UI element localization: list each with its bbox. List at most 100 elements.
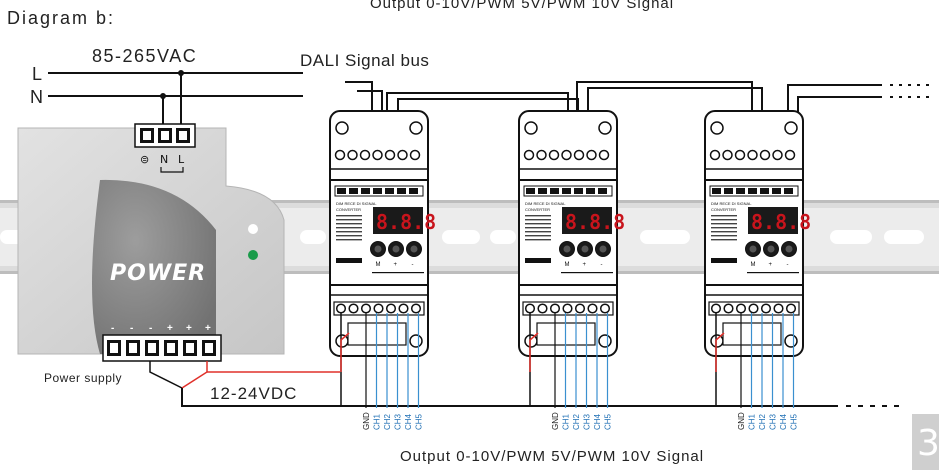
terminal-screw: [548, 149, 560, 161]
spec-line: [336, 219, 362, 221]
channel-label-ch1: CH1: [562, 413, 571, 430]
spec-line: [336, 223, 362, 225]
channel-label-ch2: CH2: [383, 413, 392, 430]
junction-l: [178, 70, 184, 76]
terminal-screw: [561, 149, 572, 161]
display-window: [562, 207, 612, 234]
display-window: [373, 207, 423, 234]
mains-voltage-label: 85-265VAC: [92, 46, 197, 66]
channel-label-ch1: CH1: [748, 413, 757, 430]
terminal-screw: [334, 149, 346, 161]
output-label-line: [372, 272, 424, 274]
seven-segment-display: 8.8.8: [751, 210, 811, 234]
spec-line: [711, 215, 737, 217]
display-window: [748, 207, 798, 234]
power-brand-text: POWER: [110, 261, 206, 286]
terminal-screw: [784, 149, 796, 161]
terminal-screw: [397, 149, 408, 161]
mounting-hole: [598, 121, 612, 135]
spec-line: [336, 231, 362, 233]
strip-mark: [772, 188, 781, 194]
rail-slots: [0, 230, 924, 244]
button-label: M: [751, 262, 756, 268]
terminal-screw: [523, 149, 535, 161]
strip-mark: [397, 188, 406, 194]
line-l-label: L: [32, 64, 42, 84]
psu-pin-6: +: [205, 323, 211, 334]
psu-output-wires: [149, 361, 208, 389]
strip-mark: [538, 188, 547, 194]
dc-negative-bus: [181, 388, 838, 407]
output-terminal-screw: [574, 303, 586, 314]
power-supply: POWER ⊜ N L: [17, 123, 285, 362]
channel-label-ch4: CH4: [779, 413, 788, 430]
psu-pin-4: +: [167, 323, 173, 334]
cert-marks: [711, 258, 737, 263]
channel-label-ch2: CH2: [572, 413, 581, 430]
channel-label-gnd: GND: [362, 412, 371, 430]
mounting-hole: [784, 121, 798, 135]
spec-line: [525, 219, 551, 221]
terminal-screw: [573, 149, 585, 161]
converter-title: CONVERTER: [336, 207, 361, 212]
output-terminal-screw: [710, 303, 722, 314]
spec-line: [711, 219, 737, 221]
page-number: 3: [917, 423, 939, 464]
dc-positive-feed: [340, 332, 350, 372]
converter-title: DIM RECE DI SIGNAL: [525, 201, 566, 206]
channel-label-ch3: CH3: [394, 413, 403, 430]
output-terminal-screw: [735, 303, 747, 314]
converter-title: DIM RECE DI SIGNAL: [711, 201, 752, 206]
spec-line: [525, 235, 551, 237]
cert-marks: [336, 258, 362, 263]
spec-line: [711, 235, 737, 237]
spec-line: [336, 239, 362, 241]
strip-mark: [526, 188, 535, 194]
channel-label-ch3: CH3: [583, 413, 592, 430]
button-label: -: [787, 262, 789, 268]
strip-mark: [724, 188, 733, 194]
spec-line: [336, 235, 362, 237]
terminal-screw: [759, 149, 771, 161]
psu-led-green: [248, 250, 258, 260]
button-label: +: [583, 262, 587, 268]
converter-title: CONVERTER: [525, 207, 550, 212]
line-n-label: N: [30, 87, 43, 107]
mains-wires: [48, 72, 303, 132]
output-terminal-screw: [760, 303, 772, 314]
strip-mark: [784, 188, 793, 194]
dc-positive-feed: [715, 332, 725, 372]
page-number-tab: 3: [912, 414, 939, 470]
converter-title: DIM RECE DI SIGNAL: [336, 201, 377, 206]
channel-label-ch5: CH5: [415, 413, 424, 430]
terminal-screw: [734, 149, 746, 161]
dc-positive-feed: [529, 332, 539, 372]
spec-line: [711, 227, 737, 229]
psu-output-terminals: [102, 334, 222, 362]
button-label: +: [394, 262, 398, 268]
strip-mark: [712, 188, 721, 194]
button-label: +: [769, 262, 773, 268]
spec-line: [711, 231, 737, 233]
button-center: [374, 245, 382, 253]
psu-pin-2: -: [130, 323, 133, 334]
terminal-screw: [709, 149, 721, 161]
junction-n: [160, 93, 166, 99]
output-label-line: [747, 272, 799, 274]
button-label: -: [412, 262, 414, 268]
psu-pin-1: -: [111, 323, 114, 334]
psu-led-white: [248, 224, 258, 234]
dali-bus-continuation: [890, 84, 935, 98]
mounting-hole: [409, 334, 423, 348]
terminal-screw: [747, 149, 758, 161]
spec-line: [525, 231, 551, 233]
strip-mark: [574, 188, 583, 194]
mounting-hole: [524, 121, 538, 135]
dali-bus-label: DALI Signal bus: [300, 51, 429, 70]
output-terminal-screw: [373, 303, 384, 314]
channel-label-ch3: CH3: [769, 413, 778, 430]
button-center: [581, 245, 589, 253]
psu-pin-5: +: [186, 323, 192, 334]
button-label: M: [376, 262, 381, 268]
mounting-hole: [784, 334, 798, 348]
